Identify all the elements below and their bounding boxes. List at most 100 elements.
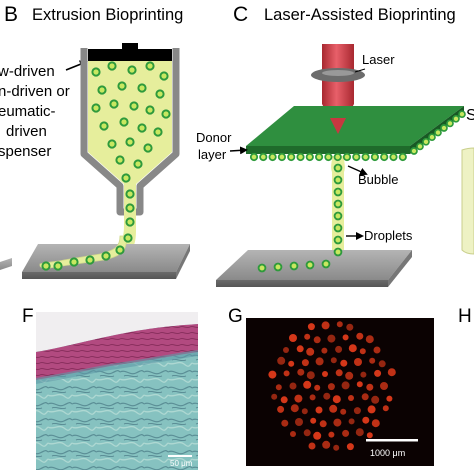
cell bbox=[333, 223, 343, 233]
cell bbox=[109, 99, 119, 109]
spheroid bbox=[275, 384, 282, 391]
spheroid bbox=[382, 405, 389, 412]
cell bbox=[107, 139, 117, 149]
piston-knob bbox=[122, 43, 138, 51]
cell bbox=[145, 61, 155, 71]
cell bbox=[125, 203, 135, 213]
cell bbox=[333, 247, 343, 257]
cell bbox=[422, 137, 430, 146]
spheroid bbox=[323, 392, 331, 400]
spheroid bbox=[277, 356, 286, 365]
spheroid bbox=[342, 334, 349, 341]
panel-b-letter: B bbox=[4, 3, 18, 26]
spheroid bbox=[321, 347, 328, 354]
cell bbox=[69, 257, 79, 267]
spheroid bbox=[346, 323, 354, 331]
spheroid bbox=[330, 357, 337, 364]
spheroid bbox=[335, 345, 343, 353]
spheroid bbox=[378, 360, 386, 368]
histology-scale-bar bbox=[168, 455, 192, 457]
spheroid bbox=[353, 407, 361, 415]
spheroid bbox=[366, 432, 373, 439]
cell bbox=[115, 245, 125, 255]
spheroid bbox=[335, 369, 343, 377]
cell bbox=[153, 127, 163, 137]
spheroid bbox=[362, 416, 370, 424]
cell bbox=[121, 173, 131, 183]
spheroid bbox=[283, 347, 289, 353]
donor-arrow bbox=[229, 146, 248, 155]
spheroid bbox=[329, 404, 338, 413]
cell bbox=[125, 189, 135, 199]
cell bbox=[440, 124, 448, 132]
fluorescence-image bbox=[246, 318, 434, 466]
spheroid bbox=[340, 408, 347, 415]
left-plate-fragment bbox=[0, 258, 12, 270]
spheroid bbox=[387, 368, 396, 377]
spheroid bbox=[346, 443, 354, 451]
cell bbox=[53, 261, 63, 271]
spheroid bbox=[322, 440, 331, 449]
cell bbox=[273, 262, 283, 272]
spheroid bbox=[289, 382, 297, 390]
cut-cylinder bbox=[461, 147, 474, 255]
cell bbox=[133, 159, 143, 169]
print-bed-b-edge bbox=[22, 272, 176, 279]
donor-label: Donor bbox=[196, 130, 232, 145]
spheroid bbox=[313, 431, 322, 440]
spheroid bbox=[268, 370, 277, 379]
spheroid bbox=[304, 333, 311, 340]
dispenser-label-line-3: eumatic- bbox=[0, 103, 56, 120]
cell bbox=[296, 152, 305, 162]
spheroid bbox=[327, 334, 336, 343]
cell bbox=[91, 103, 101, 113]
spheroid bbox=[303, 380, 312, 389]
spheroid bbox=[306, 347, 315, 356]
spheroid bbox=[386, 395, 393, 402]
spheroid bbox=[336, 321, 343, 328]
panel-f-letter: F bbox=[22, 306, 34, 327]
spheroid bbox=[354, 358, 362, 366]
cell bbox=[333, 211, 343, 221]
cut-panel-letter: S bbox=[466, 107, 474, 124]
spheroid bbox=[306, 371, 315, 380]
cell bbox=[342, 152, 352, 162]
donor-label-line-2: layer bbox=[198, 147, 227, 162]
cell bbox=[452, 114, 460, 123]
cell bbox=[268, 152, 277, 162]
dispenser-label-line-4: driven bbox=[6, 123, 47, 140]
cell bbox=[324, 152, 333, 162]
spheroid bbox=[373, 346, 381, 354]
spheroid bbox=[371, 419, 380, 428]
cell bbox=[333, 199, 343, 209]
spheroid bbox=[332, 395, 341, 404]
spheroid bbox=[315, 406, 323, 414]
spheroid bbox=[308, 442, 316, 450]
panel-f: F 50 μm bbox=[22, 306, 198, 470]
spheroid bbox=[281, 419, 289, 427]
cell bbox=[85, 255, 95, 265]
donor-slide-top bbox=[246, 106, 464, 146]
panel-g-letter: G bbox=[228, 306, 243, 327]
spheroid bbox=[297, 368, 305, 376]
cell bbox=[137, 83, 147, 93]
cell bbox=[99, 121, 109, 131]
spheroid bbox=[355, 428, 364, 437]
cell bbox=[305, 152, 314, 162]
cell bbox=[161, 109, 171, 119]
cell bbox=[117, 81, 127, 91]
cell bbox=[249, 152, 259, 162]
spheroid bbox=[360, 371, 367, 378]
cell bbox=[321, 259, 331, 269]
spheroid bbox=[296, 345, 304, 353]
cell bbox=[434, 128, 442, 137]
cell bbox=[277, 152, 286, 162]
panel-b-title: Extrusion Bioprinting bbox=[32, 6, 183, 24]
cell bbox=[145, 105, 155, 115]
cell bbox=[446, 119, 454, 128]
bubble-arrow bbox=[347, 165, 368, 176]
dispenser-label-line-2: n-driven or bbox=[0, 83, 70, 100]
cell bbox=[125, 137, 135, 147]
panel-c-title: Laser-Assisted Bioprinting bbox=[264, 6, 456, 24]
cell bbox=[389, 152, 398, 162]
